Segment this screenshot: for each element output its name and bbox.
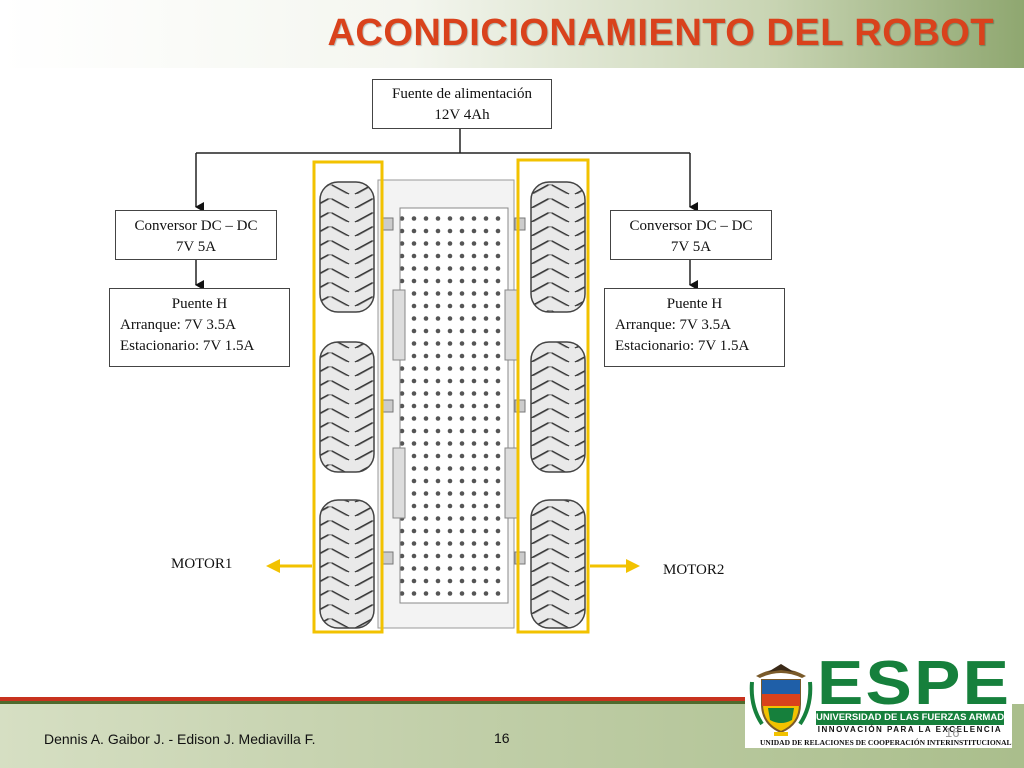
h-bridge-left-start: Arranque: 7V 3.5A — [120, 317, 236, 333]
h-bridge-left-steady: Estacionario: 7V 1.5A — [120, 338, 255, 354]
page-number: 16 — [494, 730, 510, 746]
slide-title: ACONDICIONAMIENTO DEL ROBOT — [327, 12, 994, 54]
unit-name: UNIDAD DE RELACIONES DE COOPERACIÓN INTE… — [760, 738, 1012, 747]
motor1-label: MOTOR1 — [171, 556, 233, 572]
footer-stripe-red — [0, 697, 745, 701]
wheel-right-front — [530, 181, 586, 313]
power-source-label: Fuente de alimentación — [392, 86, 532, 102]
espe-acronym: ESPE — [817, 649, 1012, 718]
robot-chassis — [377, 179, 526, 629]
university-name: UNIVERSIDAD DE LAS FUERZAS ARMADAS — [816, 711, 1004, 725]
footer-stripe-green — [0, 701, 745, 704]
dc-converter-right-box: Conversor DC – DC 7V 5A — [610, 210, 772, 260]
wheel-left-rear — [319, 499, 375, 629]
motor2-label: MOTOR2 — [663, 562, 725, 578]
wheel-right-rear — [530, 499, 586, 629]
wheel-left-middle — [319, 341, 375, 473]
dc-converter-left-spec: 7V 5A — [175, 239, 217, 255]
power-bus-lines — [195, 128, 698, 290]
motor1-arrow — [266, 559, 312, 573]
highlight-left-wheels — [312, 160, 384, 634]
dc-converter-left-label: Conversor DC – DC — [134, 218, 258, 234]
wheel-left-front — [319, 181, 375, 313]
wheel-right-middle — [530, 341, 586, 473]
h-bridge-left-box: Puente H Arranque: 7V 3.5A Estacionario:… — [109, 288, 290, 367]
coat-of-arms-icon — [749, 664, 813, 736]
h-bridge-right-title: Puente H — [666, 296, 723, 312]
title-band — [0, 0, 1024, 68]
h-bridge-right-steady: Estacionario: 7V 1.5A — [615, 338, 750, 354]
power-source-spec: 12V 4Ah — [434, 107, 490, 123]
authors-text: Dennis A. Gaibor J. - Edison J. Mediavil… — [44, 731, 316, 747]
dc-converter-right-label: Conversor DC – DC — [629, 218, 753, 234]
page-number-small: 16 — [945, 725, 960, 740]
h-bridge-right-start: Arranque: 7V 3.5A — [615, 317, 731, 333]
dc-converter-left-box: Conversor DC – DC 7V 5A — [115, 210, 277, 260]
university-motto: INNOVACIÓN PARA LA EXCELENCIA — [817, 725, 1003, 734]
dc-converter-right-spec: 7V 5A — [670, 239, 712, 255]
highlight-right-wheels — [516, 158, 590, 634]
motor2-arrow — [590, 559, 640, 573]
h-bridge-left-title: Puente H — [171, 296, 228, 312]
power-source-box: Fuente de alimentación 12V 4Ah — [372, 79, 552, 129]
h-bridge-right-box: Puente H Arranque: 7V 3.5A Estacionario:… — [604, 288, 785, 367]
